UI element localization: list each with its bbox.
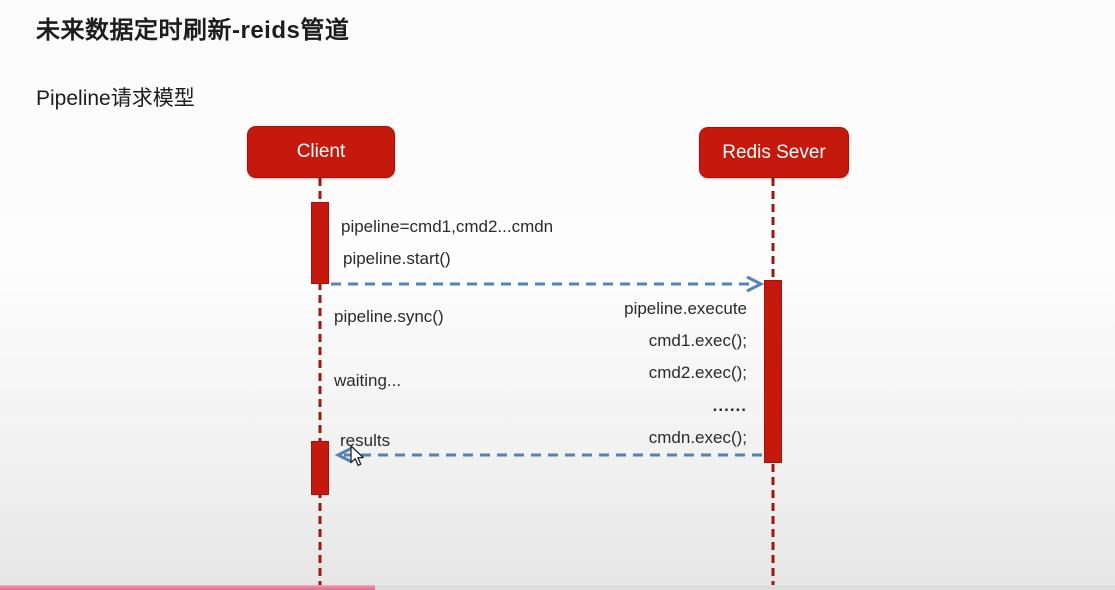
label-pipeline-execute: pipeline.execute: [624, 299, 747, 318]
label-cmd1-exec: cmd1.exec();: [648, 331, 747, 350]
actor-client-label: Client: [296, 141, 346, 162]
label-pipeline-start: pipeline.start(): [343, 249, 451, 268]
response-arrowhead-icon: [334, 446, 353, 464]
label-pipeline-definition: pipeline=cmd1,cmd2...cmdn: [341, 217, 554, 236]
activation-bar-server: [764, 280, 782, 463]
mouse-cursor-icon: [350, 445, 364, 467]
actor-client: Client: [247, 126, 395, 178]
video-progress-bar[interactable]: [0, 585, 1115, 590]
page-title: 未来数据定时刷新-reids管道: [36, 17, 350, 44]
actor-redis-server: Redis Sever: [699, 127, 849, 178]
video-progress-fill: [0, 585, 375, 590]
label-waiting: waiting...: [334, 371, 402, 390]
request-arrowhead-icon: [746, 275, 765, 293]
actor-redis-server-label: Redis Sever: [722, 141, 826, 163]
label-cmdn-exec: cmdn.exec();: [648, 428, 747, 447]
label-pipeline-sync: pipeline.sync(): [334, 307, 444, 326]
label-cmd2-exec: cmd2.exec();: [648, 363, 747, 382]
label-results: results: [340, 431, 391, 450]
section-subtitle: Pipeline请求模型: [36, 87, 195, 110]
activation-bar-client-2: [311, 441, 329, 495]
activation-bar-client-1: [311, 202, 329, 284]
label-ellipsis: ......: [712, 396, 747, 415]
